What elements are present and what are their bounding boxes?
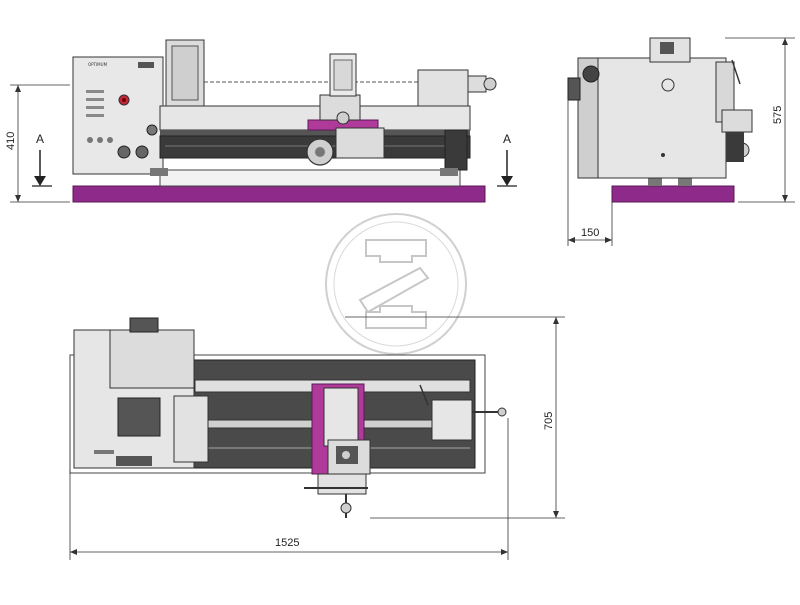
side-motor [567,77,581,101]
front-tailstock-handwheel [483,77,497,91]
dim-overall-length-label: 1525 [275,537,299,549]
top-chuck [117,397,161,437]
dim-top-depth-label: 705 [543,412,555,430]
side-body [577,57,727,179]
dim-side-height: 575 [725,37,795,203]
dim-side-depth: 150 [567,100,613,246]
gear-wrench-watermark-icon [325,213,467,355]
front-tailstock [417,69,469,107]
front-gear-lever-1 [117,145,131,159]
front-panel-brand: OPTIMUM [88,62,108,67]
front-view: OPTIMUM [72,39,497,203]
side-crossslide [721,109,753,133]
front-chip-tray [159,169,461,187]
top-tailstock [431,399,473,441]
side-view [567,37,753,203]
dim-side-depth-label: 150 [581,227,599,239]
dim-top-depth: 705 [345,316,565,519]
dim-side-height-label: 575 [772,106,784,124]
dim-front-height-label: 410 [5,132,17,150]
section-label-right: A [503,132,511,146]
dim-overall-length: 1525 [69,418,509,560]
section-marker-left: A [32,132,52,187]
top-view [69,317,507,518]
front-gear-lever-2 [135,145,149,159]
dim-front-height: 410 [5,84,70,203]
top-handwheel [340,502,352,514]
section-marker-right: A [497,132,517,187]
front-base [72,185,486,203]
top-toolpost [323,387,359,447]
section-label-left: A [36,132,44,146]
side-base [611,185,735,203]
